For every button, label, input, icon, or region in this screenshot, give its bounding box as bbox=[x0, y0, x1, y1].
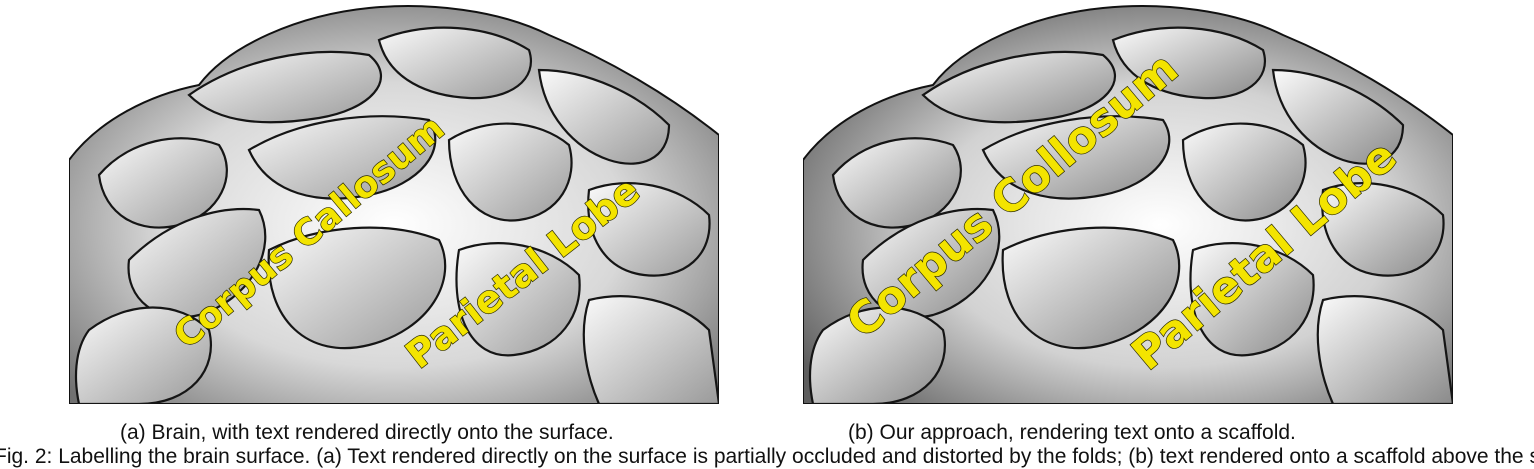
caption-panel-b: (b) Our approach, rendering text onto a … bbox=[848, 421, 1296, 444]
brain-render-panel-b: Corpus Collosum Parietal Lobe bbox=[803, 0, 1453, 404]
brain-surface-image-b: Corpus Collosum Parietal Lobe bbox=[803, 0, 1453, 404]
figure-caption-partial: Fig. 2: Labelling the brain surface. (a)… bbox=[0, 445, 1534, 468]
brain-surface-image-a: Corpus Callosum Parietal Lobe bbox=[69, 0, 719, 404]
caption-panel-a: (a) Brain, with text rendered directly o… bbox=[120, 421, 614, 444]
brain-render-panel-a: Corpus Callosum Parietal Lobe bbox=[69, 0, 719, 404]
